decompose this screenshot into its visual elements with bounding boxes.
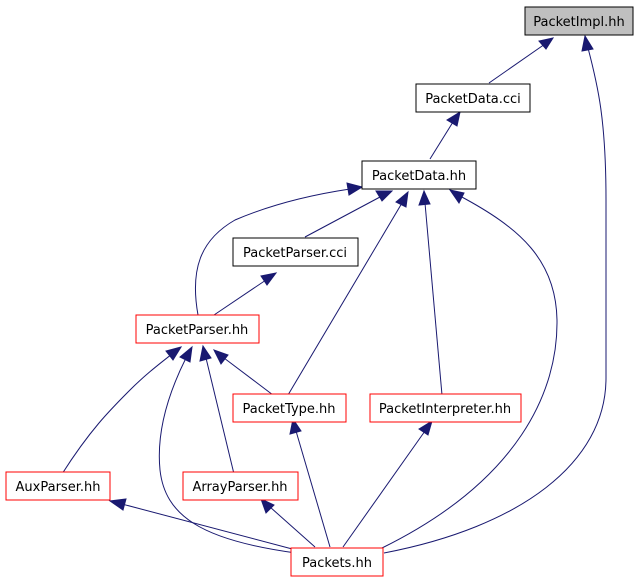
arrowhead xyxy=(448,189,465,204)
arrowhead xyxy=(199,344,212,362)
edge-auxparser-to-packetparser-hh xyxy=(61,353,173,475)
node-arrayparser[interactable]: ArrayParser.hh xyxy=(182,471,299,501)
node-label: PacketParser.cci xyxy=(243,246,347,261)
arrowhead xyxy=(418,419,433,436)
edge-packets-to-packetimpl xyxy=(383,47,607,554)
node-packettype[interactable]: PacketType.hh xyxy=(232,393,347,423)
arrowhead xyxy=(346,182,364,196)
edge-packetparser-hh-to-cci xyxy=(213,279,267,316)
arrowhead xyxy=(581,34,594,52)
arrowhead xyxy=(289,417,302,435)
edge-packets-to-packettype xyxy=(295,430,331,548)
arrowhead xyxy=(446,110,461,127)
node-auxparser[interactable]: AuxParser.hh xyxy=(5,471,111,501)
edge-packets-to-auxparser xyxy=(121,503,297,551)
edge-packetparser-hh-to-packetdata-hh xyxy=(194,188,351,316)
arrowhead xyxy=(538,37,555,50)
edges xyxy=(61,34,607,554)
arrowhead xyxy=(395,190,409,208)
arrowhead xyxy=(212,349,229,365)
node-packetparser-hh[interactable]: PacketParser.hh xyxy=(135,314,260,344)
edge-packets-to-packetparser-hh xyxy=(158,357,297,554)
node-packetimpl[interactable]: PacketImpl.hh xyxy=(524,6,634,36)
node-label: Packets.hh xyxy=(302,556,372,571)
edge-packettype-to-packetparser-hh xyxy=(223,357,274,396)
nodes: PacketImpl.hh PacketData.cci PacketData.… xyxy=(5,6,634,577)
edge-packetdata-hh-to-cci xyxy=(429,121,454,160)
edge-packets-to-arrayparser xyxy=(269,506,316,548)
node-label: ArrayParser.hh xyxy=(192,480,287,495)
edge-packets-to-packetinterpreter xyxy=(342,430,426,548)
arrowhead xyxy=(179,345,193,363)
edge-packetparser-cci-to-packetdata-hh xyxy=(304,196,381,238)
arrowhead xyxy=(260,272,278,286)
node-label: PacketImpl.hh xyxy=(533,15,625,30)
node-packetparser-cci[interactable]: PacketParser.cci xyxy=(232,237,359,267)
arrowhead xyxy=(418,189,431,206)
node-label: PacketInterpreter.hh xyxy=(379,402,511,417)
node-packets[interactable]: Packets.hh xyxy=(290,547,384,577)
node-packetdata-hh[interactable]: PacketData.hh xyxy=(361,160,477,190)
arrowhead xyxy=(165,346,183,361)
node-label: PacketParser.hh xyxy=(146,323,249,338)
node-packetinterpreter[interactable]: PacketInterpreter.hh xyxy=(369,393,522,423)
node-label: AuxParser.hh xyxy=(16,480,101,495)
edge-packettype-to-packetdata-hh xyxy=(287,202,403,396)
edge-packetdata-cci-to-packetimpl xyxy=(488,43,546,84)
arrowhead xyxy=(260,498,275,514)
node-label: PacketData.hh xyxy=(372,169,466,184)
node-packetdata-cci[interactable]: PacketData.cci xyxy=(415,83,531,113)
arrowhead xyxy=(108,498,127,511)
edge-packets-to-packetdata-hh xyxy=(381,195,558,549)
node-label: PacketType.hh xyxy=(243,402,336,417)
edge-packetinterpreter-to-packetdata-hh xyxy=(424,202,443,396)
arrowhead xyxy=(375,190,394,202)
edge-arrayparser-to-packetparser-hh xyxy=(205,357,235,475)
node-label: PacketData.cci xyxy=(425,92,521,107)
